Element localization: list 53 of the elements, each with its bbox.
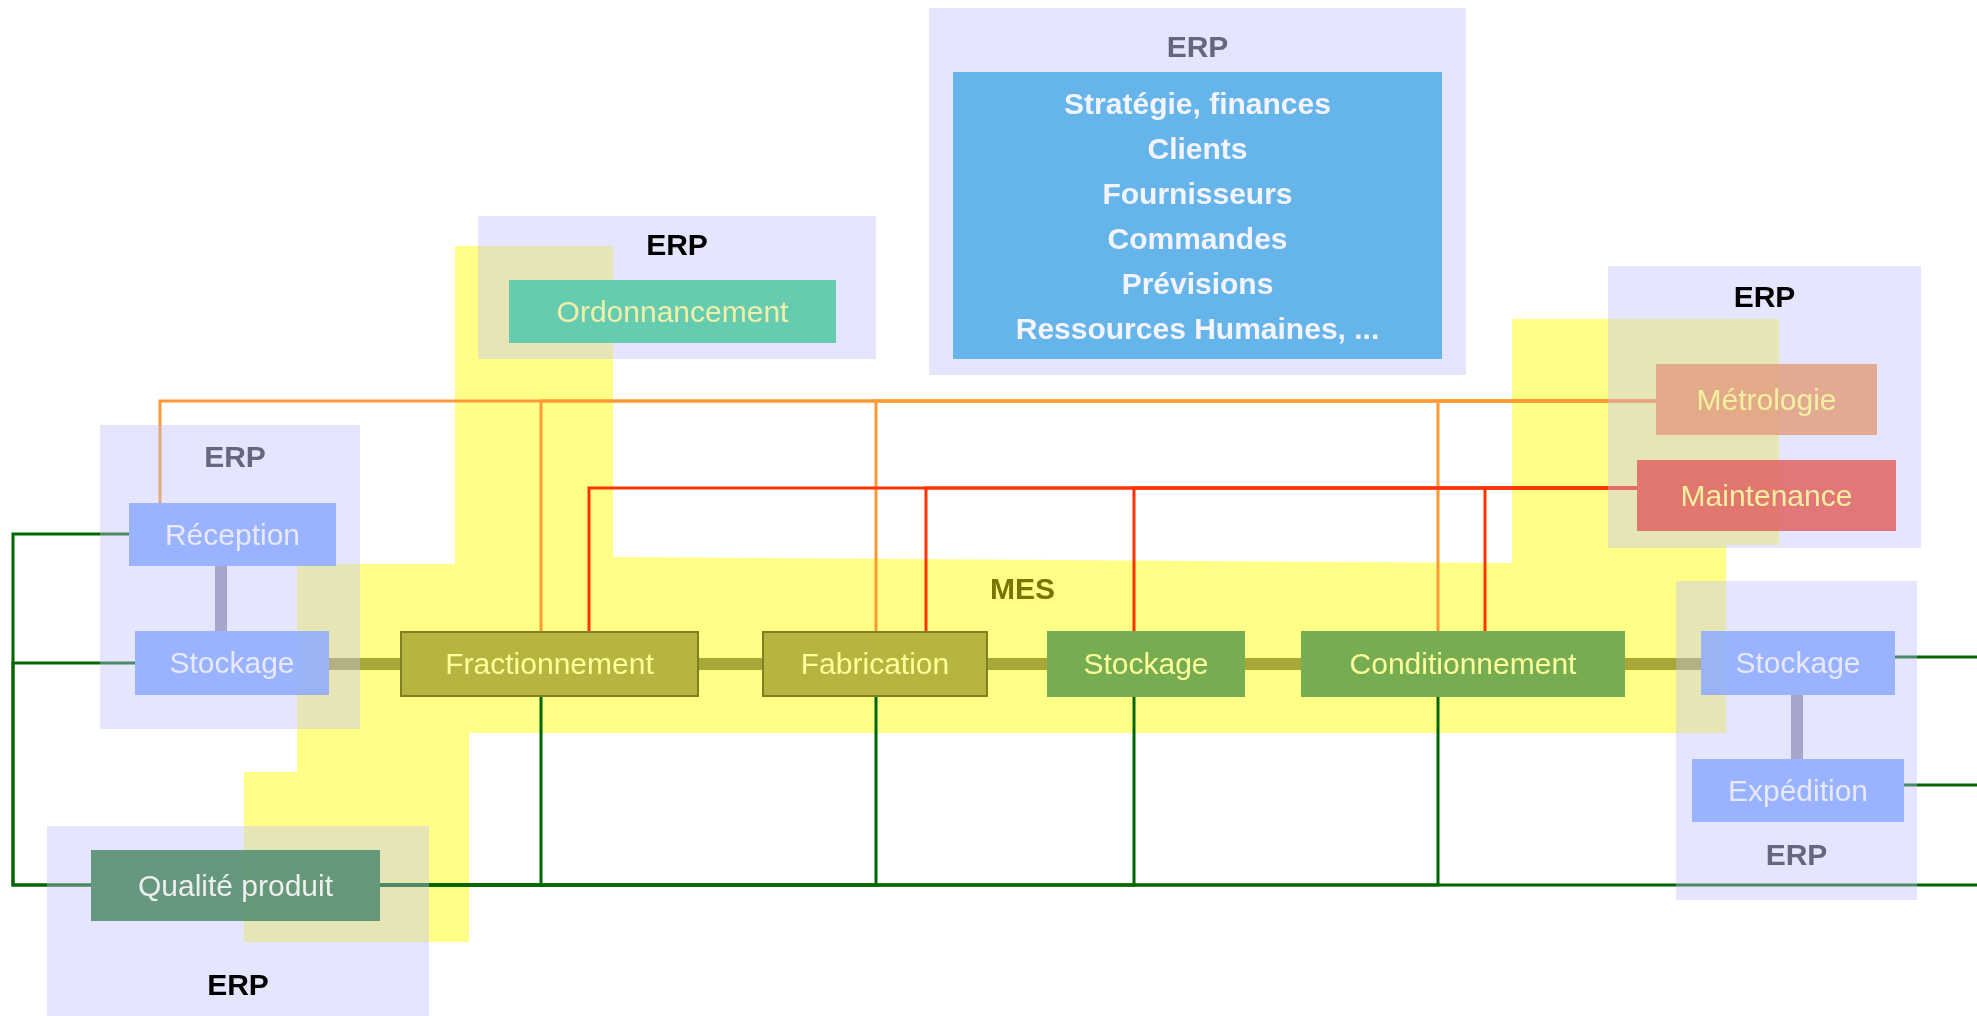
process-box	[91, 850, 380, 921]
box-label: Conditionnement	[1349, 646, 1577, 682]
process-box	[509, 280, 836, 343]
system-panel	[1676, 581, 1917, 900]
connector-line	[988, 658, 1047, 670]
connector-line	[1245, 658, 1301, 670]
connector-line	[1483, 486, 1637, 631]
process-box	[1637, 460, 1896, 531]
system-panel	[100, 425, 360, 729]
panel-heading: ERP	[1764, 838, 1829, 872]
process-box	[400, 631, 699, 697]
box-label: Maintenance	[1680, 477, 1853, 514]
box-label: Stockage	[169, 645, 295, 681]
system-panel	[929, 8, 1466, 375]
connector-line	[215, 566, 227, 631]
process-box	[1701, 631, 1895, 695]
process-box	[135, 631, 329, 695]
connector-line	[1625, 658, 1701, 670]
process-box	[1692, 759, 1904, 822]
panel-heading: ERP	[645, 228, 709, 262]
box-label: Clients	[1147, 130, 1248, 167]
process-box	[953, 72, 1442, 359]
process-box	[1301, 631, 1625, 697]
panel-heading: ERP	[203, 440, 267, 474]
connector-line	[11, 661, 135, 887]
box-label: Stratégie, finances	[1064, 85, 1331, 122]
box-label: Stockage	[1735, 645, 1861, 681]
box-label: Stockage	[1083, 646, 1209, 682]
process-box	[129, 503, 336, 566]
system-panel	[47, 826, 429, 1016]
box-label: Qualité produit	[137, 867, 334, 904]
box-label: Fabrication	[800, 646, 950, 682]
box-label: Métrologie	[1696, 381, 1837, 418]
panel-heading: ERP	[1165, 30, 1230, 64]
box-label: Expédition	[1727, 772, 1869, 809]
process-box	[1656, 364, 1877, 435]
connector-line	[329, 658, 400, 670]
box-label: Ordonnancement	[556, 293, 789, 330]
panel-heading: ERP	[1732, 280, 1797, 314]
process-box	[762, 631, 988, 697]
box-label: Ressources Humaines, ...	[1015, 310, 1380, 347]
box-label: Prévisions	[1121, 265, 1274, 302]
region-label: MES	[990, 572, 1055, 606]
box-label: Fournisseurs	[1102, 175, 1293, 212]
connector-line	[1895, 655, 1977, 659]
process-box	[1047, 631, 1245, 697]
panel-heading: ERP	[206, 968, 270, 1002]
box-label: Commandes	[1107, 220, 1288, 257]
connector-line	[699, 658, 762, 670]
box-label: Fractionnement	[445, 646, 654, 682]
box-label: Réception	[164, 516, 301, 553]
connector-line	[1791, 695, 1803, 759]
connector-line	[1904, 783, 1977, 787]
